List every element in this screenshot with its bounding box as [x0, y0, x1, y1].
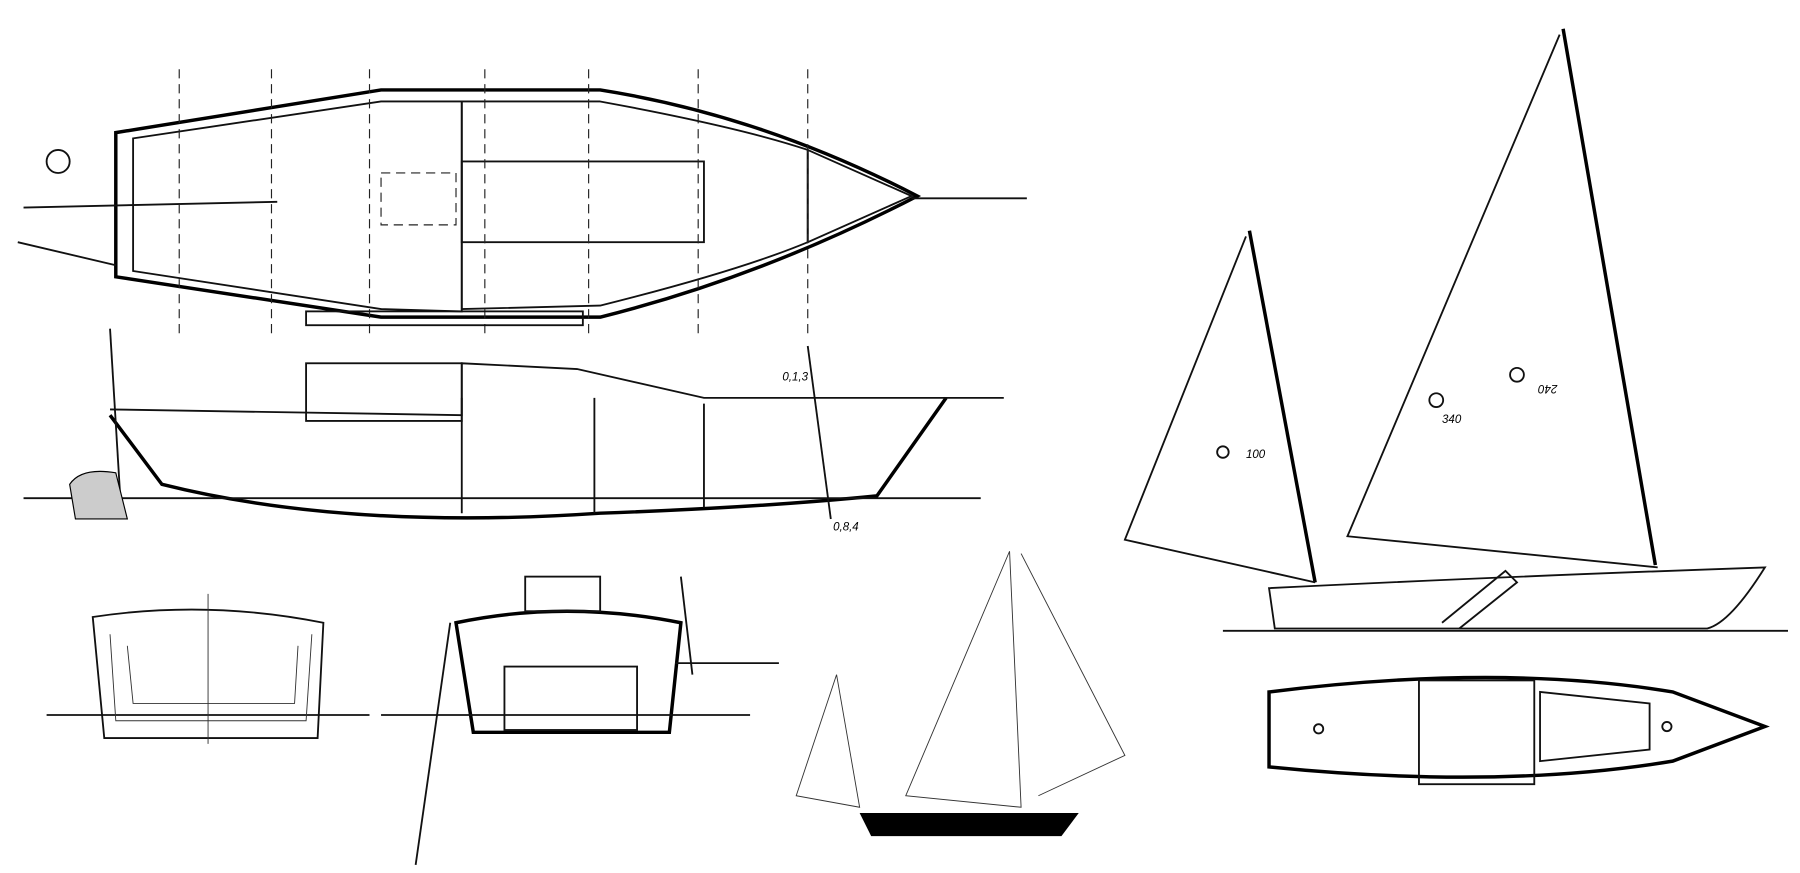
deck-plan-view [17, 69, 1027, 335]
body-section-lines [46, 593, 370, 744]
dimension-label-bottom: 0,8,4 [833, 521, 859, 533]
main-sail-area-alt-label: 240 [1538, 382, 1559, 394]
small-deck-plan [1267, 675, 1770, 786]
mizzen-sail-area-label: 100 [1246, 449, 1266, 461]
perspective-sketch [795, 551, 1126, 837]
dimension-label-top: 0,1,3 [782, 372, 808, 384]
midship-section [381, 575, 779, 866]
sail-plan-view: 100 340 240 [1123, 28, 1788, 632]
main-sail-area-label: 340 [1442, 414, 1462, 426]
profile-section-view: 0,1,3 0,8,4 [23, 328, 1004, 533]
